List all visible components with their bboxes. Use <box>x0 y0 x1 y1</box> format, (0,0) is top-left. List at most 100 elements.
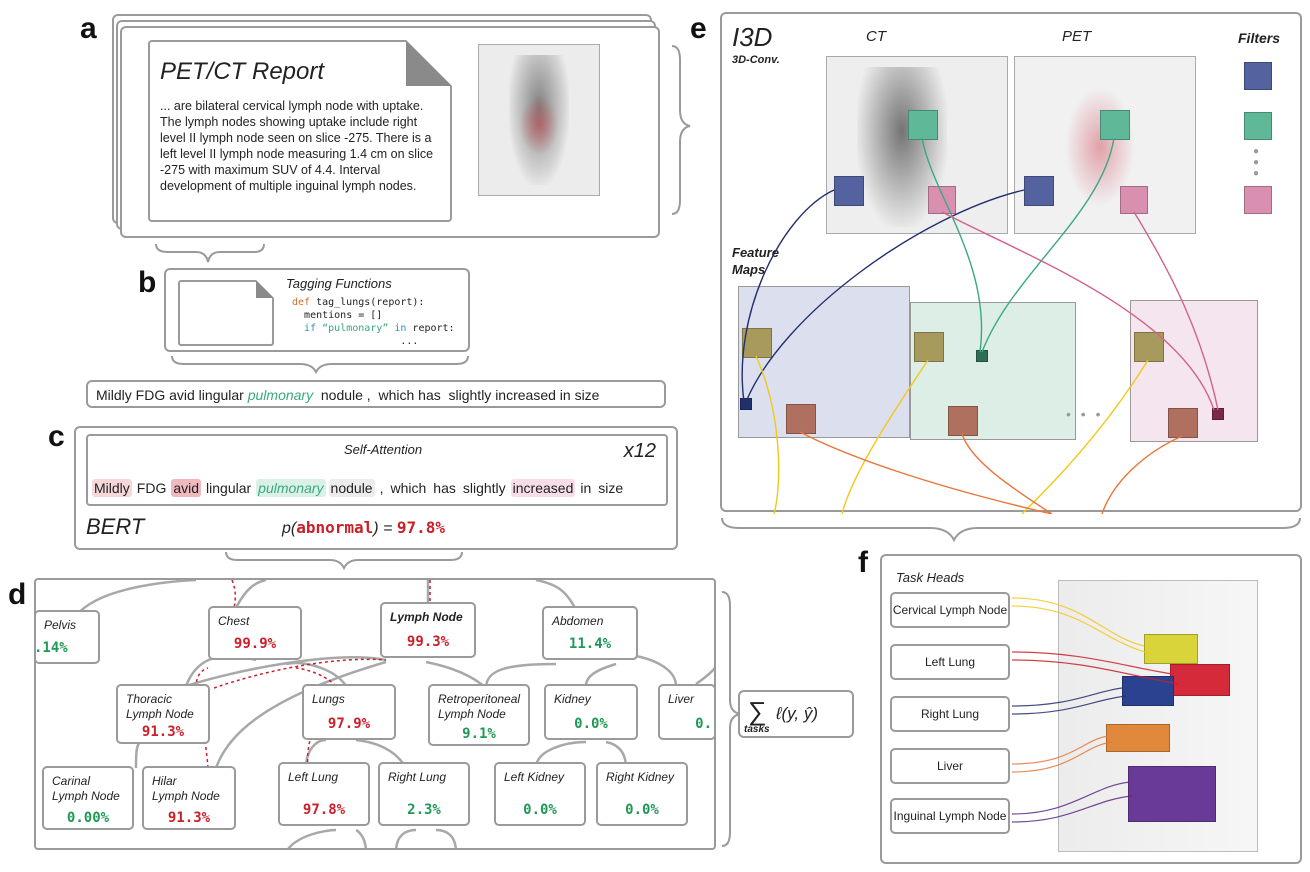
task-heads-box: Task Heads <box>880 554 1302 864</box>
filter-navy-icon <box>1244 62 1272 90</box>
feature-maps-label: Feature Maps <box>732 245 779 277</box>
sentence-pre: Mildly FDG avid lingular <box>96 387 248 403</box>
conn-cervical-1 <box>1011 597 1145 647</box>
pet-filter-cube-navy <box>1024 176 1054 206</box>
pet-label: PET <box>1062 28 1092 45</box>
left-lung-voxels <box>1170 664 1230 696</box>
edge-retro-abdomen <box>484 662 557 689</box>
edge-carinal <box>134 738 147 769</box>
tree-node-name: Lungs <box>312 692 345 706</box>
feature-map-teal <box>910 302 1076 440</box>
feature-cube-yellow-3 <box>1134 332 1164 362</box>
conn-ct-navy <box>741 189 835 403</box>
cervical-voxels <box>1144 634 1198 664</box>
conn-pet-navy <box>745 189 1025 403</box>
code-str: “pulmonary” <box>316 323 389 334</box>
ct-filter-cube-pink <box>928 186 956 214</box>
tree-node-pelvis: Pelvis.14% <box>34 610 100 664</box>
i3d-connections <box>741 137 1219 514</box>
tree-node-abdomen: Abdomen 11.4% <box>542 606 638 660</box>
pet-ct-volume <box>478 44 600 196</box>
sentence-post: nodule , which has slightly increased in… <box>313 387 600 403</box>
tree-node-name: Abdomen <box>552 614 604 628</box>
i3d-subtitle: 3D-Conv. <box>732 54 780 66</box>
tree-node-value: 11.4% <box>568 636 612 652</box>
code-ellipsis: ... <box>400 336 419 347</box>
feature-cube-yellow-1 <box>742 328 772 358</box>
ct-filter-cube-navy <box>834 176 864 206</box>
token: FDG <box>136 480 167 496</box>
ct-label: CT <box>866 28 886 45</box>
code-rest: report: <box>406 323 455 334</box>
sentence-highlight: pulmonary <box>247 387 314 403</box>
brace-b-bottom <box>171 355 469 375</box>
edge-kidney-abdomen <box>584 662 617 687</box>
task-head-liver: Liver <box>890 748 1010 784</box>
edge-hilar-lymph <box>214 660 387 769</box>
edge-bottom2 <box>355 828 367 848</box>
conn-yellow-3 <box>1021 359 1149 514</box>
edge-bottom3 <box>395 828 417 848</box>
token: lingular <box>206 480 252 496</box>
document-icon <box>178 280 274 346</box>
tagging-title: Tagging Functions <box>286 276 392 291</box>
tree-node-name: Liver <box>668 692 695 706</box>
filters-label: Filters <box>1238 30 1281 46</box>
bert-label: BERT <box>86 514 145 539</box>
tagging-code: def tag_lungs(report): mentions = [] if … <box>292 296 455 348</box>
conn-inguinal-2 <box>1011 795 1133 823</box>
token: nodule <box>328 479 375 497</box>
tree-node-value: .14% <box>34 640 68 656</box>
tree-node-name: Left Lung <box>288 770 339 784</box>
brace-c-bottom <box>225 551 463 571</box>
prob-word: abnormal <box>296 518 374 537</box>
conn-rightlung-2 <box>1011 695 1127 715</box>
prob-value: 97.8% <box>396 518 446 537</box>
tree-node-value: 0.00% <box>66 810 110 826</box>
panel-label-a: a <box>80 12 97 45</box>
panel-label-c: c <box>48 420 65 453</box>
tree-node-name: Carinal Lymph Node <box>52 774 120 803</box>
token: slightly <box>462 480 506 496</box>
task-head-inguinal: Inguinal Lymph Node <box>890 798 1010 834</box>
conn-yellow-2 <box>841 359 929 514</box>
tree-node-value: 0.0% <box>625 802 659 818</box>
conn-cervical-2 <box>1011 605 1153 655</box>
conn-leftlung-2 <box>1011 659 1179 685</box>
tree-node-name: Kidney <box>554 692 591 706</box>
brace-e-bottom <box>721 517 1301 543</box>
conn-pet-teal <box>981 137 1115 353</box>
feature-cube-orange-3 <box>1168 408 1198 438</box>
token: size <box>598 480 624 496</box>
prob-prefix: p( <box>282 520 297 537</box>
conn-leftlung-1 <box>1011 651 1173 675</box>
conn-pet-pink <box>1133 211 1219 411</box>
token: which <box>390 480 427 496</box>
code-def: def <box>292 297 311 308</box>
i3d-title: I3D <box>732 22 773 52</box>
tree-node-value: 97.8% <box>302 802 346 818</box>
edge-abdomen-up <box>535 580 578 611</box>
report-card: PET/CT Report ... are bilateral cervical… <box>120 26 660 238</box>
token: pulmonary <box>256 479 326 497</box>
path-chest <box>231 580 237 609</box>
edge-pelvis <box>75 580 197 617</box>
self-attention-label: Self-Attention <box>344 442 423 457</box>
sum-symbol: ∑ <box>748 696 767 726</box>
panel-label-b: b <box>138 266 157 299</box>
task-heads-title: Task Heads <box>896 570 965 585</box>
edge-chest-up <box>234 580 267 609</box>
repeat-label: x12 <box>623 440 656 462</box>
token: avid <box>171 479 202 497</box>
code-line2: mentions = [] <box>304 310 383 321</box>
conn-liver-2 <box>1011 741 1113 773</box>
tree-node-value: 0.0% <box>574 716 608 732</box>
